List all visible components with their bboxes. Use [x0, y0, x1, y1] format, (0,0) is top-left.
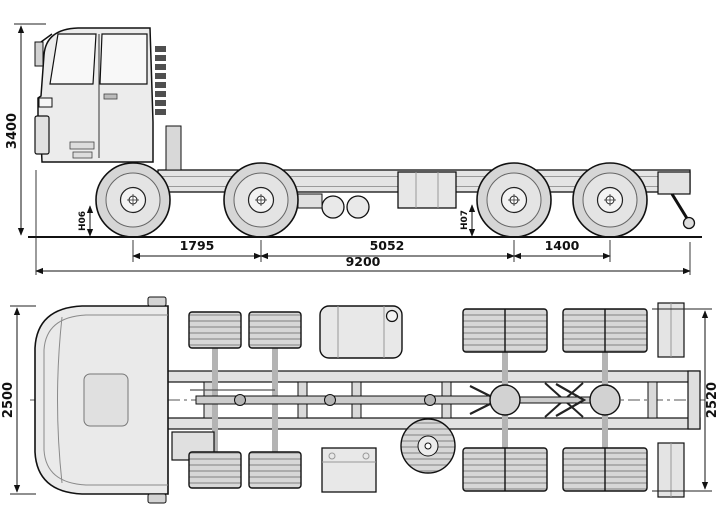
wheel-plan-a3-right [462, 447, 548, 492]
dim-rear-track-width: 2520 [652, 308, 720, 492]
windshield-side [49, 33, 97, 85]
truck-cab-side [34, 27, 166, 163]
dim-cab-width: 2500 [1, 305, 36, 495]
axle-spacing-1-label: 1795 [180, 238, 215, 253]
differential-axle4 [589, 384, 621, 416]
air-intake-louvers [155, 46, 166, 115]
headlight [38, 97, 53, 108]
wheel-axle4-side [572, 162, 648, 238]
cab-plan [34, 296, 169, 504]
rear-crossmember [687, 370, 701, 430]
frame-height-rear-label: H07 [460, 210, 470, 230]
wheels-plan [188, 308, 648, 492]
battery-box-side [297, 193, 323, 209]
torque-rod-rear [555, 383, 587, 417]
axle-spacing-3-label: 1400 [545, 238, 580, 253]
wheel-plan-a3-left [462, 308, 548, 353]
windshield-plan [57, 316, 63, 484]
wheel-axle2-side [223, 162, 299, 238]
mirror-plan-right [147, 493, 167, 504]
fuel-tank-plan [319, 305, 403, 359]
cab-roof-hatch [83, 373, 129, 427]
wheel-plan-a4-left [562, 308, 648, 353]
wheel-plan-a2-right [248, 451, 302, 489]
cab-step-upper [69, 141, 95, 150]
dim-overall-length: 9200 [35, 170, 691, 275]
front-bumper [34, 115, 50, 155]
wheel-plan-a2-left [248, 311, 302, 349]
cab-width-label: 2500 [1, 382, 16, 418]
cab-step-lower [72, 151, 93, 159]
dim-frame-height-rear: H07 [460, 204, 476, 237]
dim-axle-spacings: 1795 5052 1400 [132, 238, 611, 262]
wheel-plan-a1-right [188, 451, 242, 489]
wheel-axle1-side [95, 162, 171, 238]
axle-spacing-2-label: 5052 [370, 238, 405, 253]
door-window [99, 33, 148, 85]
side-toolbox [397, 171, 457, 209]
driveshaft [195, 383, 621, 417]
top-view: 2500 2520 [1, 296, 720, 504]
spare-wheel [400, 418, 456, 474]
mirror-side [34, 41, 44, 67]
air-tanks [321, 195, 370, 219]
dim-overall-height: 3400 [5, 23, 46, 236]
overall-length-label: 9200 [346, 254, 381, 269]
rear-side-boards [657, 302, 685, 498]
door-handle [103, 93, 118, 100]
overall-height-label: 3400 [5, 113, 20, 149]
frame-height-front-label: H06 [78, 211, 88, 231]
wheel-plan-a1-left [188, 311, 242, 349]
wheel-axle3-side [476, 162, 552, 238]
fuel-filler-cap [385, 309, 399, 323]
dim-frame-height-front: H06 [78, 205, 94, 237]
exhaust-stack [165, 125, 182, 171]
rear-underrun-device [657, 171, 696, 230]
mirror-plan-left [147, 296, 167, 307]
wheel-plan-a4-right [562, 447, 648, 492]
differential-axle3 [489, 384, 521, 416]
battery-box-plan [321, 447, 377, 493]
rear-width-label: 2520 [705, 382, 720, 418]
side-view: 3400 H06 H07 1795 5052 1400 [5, 23, 702, 275]
